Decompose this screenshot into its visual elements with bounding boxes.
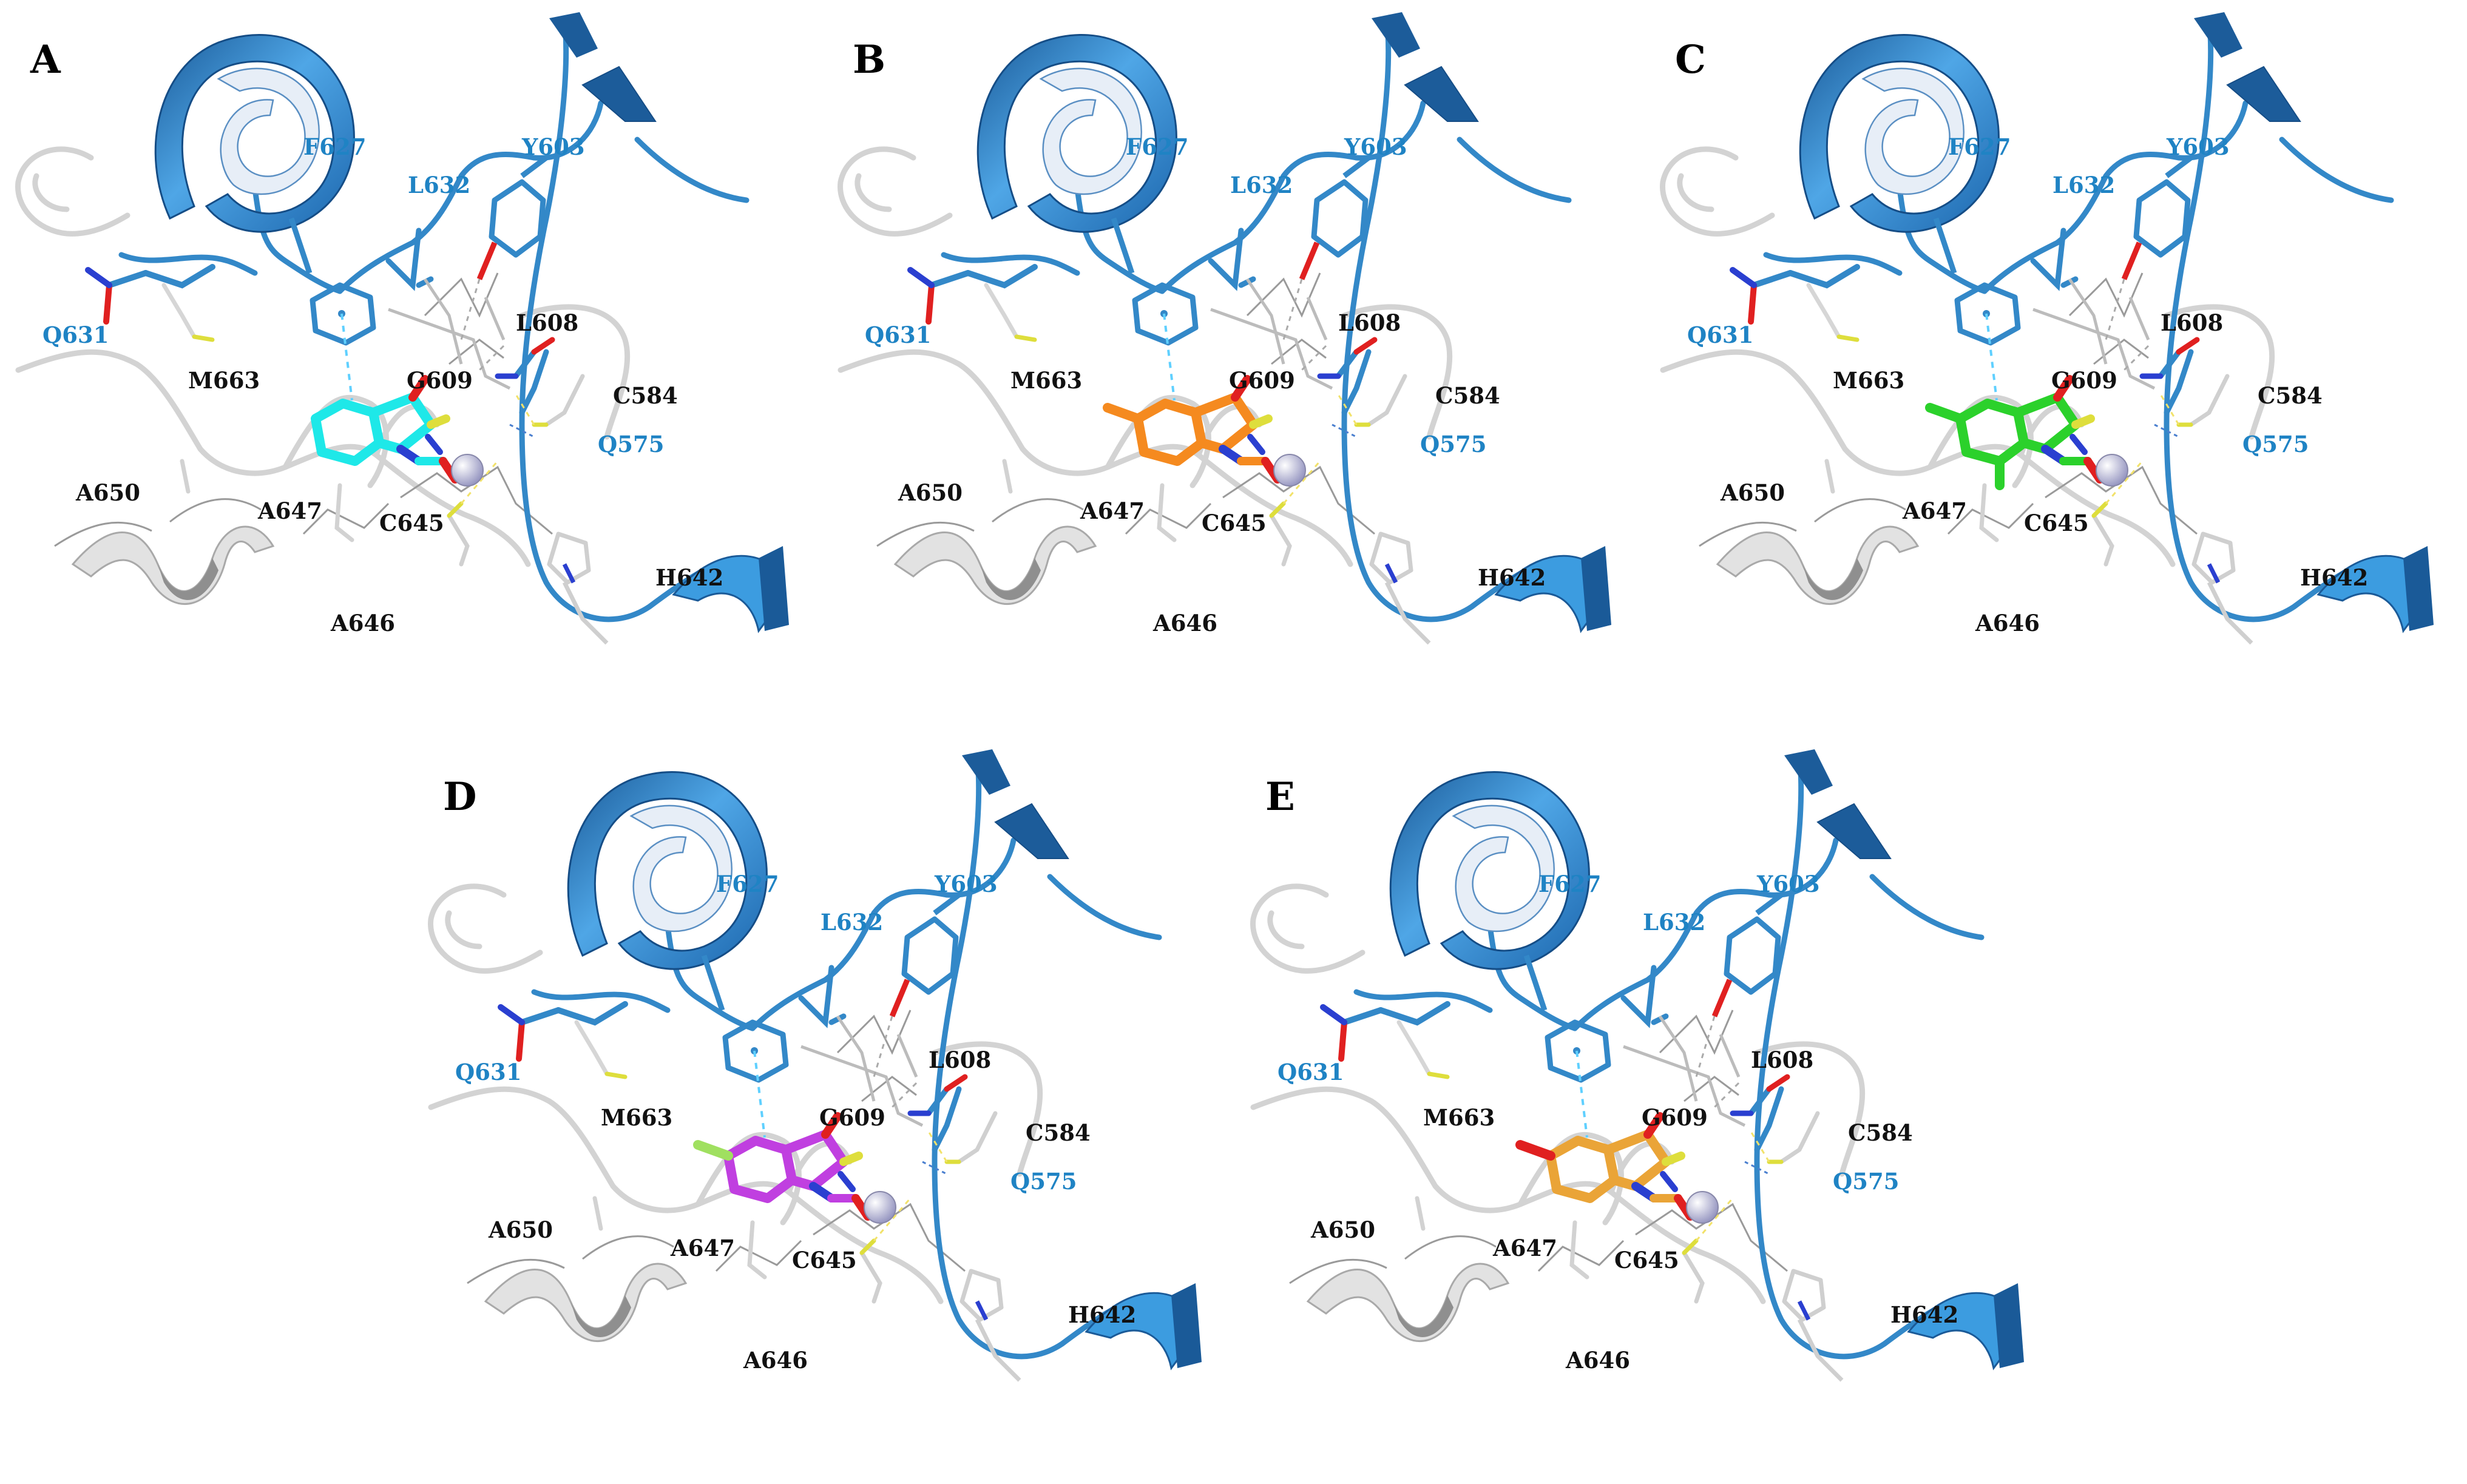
residue-label-l632: L632 (1230, 172, 1293, 198)
residue-label-a647: A647 (1080, 497, 1145, 524)
residue-label-m663: M663 (601, 1104, 672, 1131)
ligand-e (1515, 1116, 1690, 1216)
residue-label-a650: A650 (75, 479, 140, 506)
residue-label-l608: L608 (2161, 309, 2223, 336)
residue-label-m663: M663 (1423, 1104, 1495, 1131)
residue-label-q631: Q631 (455, 1059, 521, 1085)
residue-label-a647: A647 (1492, 1235, 1557, 1261)
residue-label-l632: L632 (821, 909, 883, 936)
residue-label-l608: L608 (1338, 309, 1401, 336)
panel-letter: A (30, 37, 61, 83)
residue-label-q631: Q631 (42, 322, 109, 348)
residue-label-f627: F627 (303, 133, 367, 160)
ligand-d (693, 1116, 868, 1216)
residue-label-c584: C584 (1848, 1119, 1913, 1146)
residue-label-q575: Q575 (1420, 431, 1486, 457)
residue-label-y603: Y603 (1756, 871, 1820, 897)
zinc-ion (1686, 1191, 1719, 1224)
residue-label-h642: H642 (1068, 1301, 1136, 1328)
protein-structure (18, 12, 789, 643)
residue-label-l608: L608 (1751, 1047, 1813, 1073)
residue-label-l632: L632 (1643, 909, 1705, 936)
ligand-c (1925, 379, 2100, 490)
residue-label-y603: Y603 (934, 871, 998, 897)
residue-label-l608: L608 (929, 1047, 991, 1073)
residue-label-y603: Y603 (2166, 133, 2230, 160)
residue-label-c584: C584 (2258, 382, 2323, 409)
zinc-ion (864, 1191, 896, 1224)
protein-structure (841, 12, 1611, 643)
residue-label-a646: A646 (330, 610, 395, 636)
residue-label-m663: M663 (1010, 367, 1082, 394)
residue-label-c645: C645 (379, 510, 444, 536)
residue-label-q631: Q631 (865, 322, 931, 348)
residue-label-y603: Y603 (521, 133, 585, 160)
residue-label-g609: G609 (2051, 367, 2117, 394)
residue-label-q575: Q575 (598, 431, 664, 457)
residue-label-a650: A650 (1720, 479, 1785, 506)
residue-label-c584: C584 (613, 382, 678, 409)
residue-label-a650: A650 (488, 1216, 553, 1243)
residue-label-a646: A646 (1565, 1347, 1630, 1374)
panel-letter: C (1675, 37, 1706, 83)
residue-label-h642: H642 (1890, 1301, 1958, 1328)
protein-structure (431, 749, 1202, 1380)
residue-label-g609: G609 (1642, 1104, 1708, 1131)
residue-label-m663: M663 (188, 367, 260, 394)
zinc-ion (451, 454, 484, 487)
residue-label-g609: G609 (407, 367, 473, 394)
residue-label-q575: Q575 (2242, 431, 2309, 457)
protein-structure (1253, 749, 2024, 1380)
residue-label-q575: Q575 (1833, 1168, 1899, 1195)
residue-label-l608: L608 (516, 309, 578, 336)
zinc-ion (1273, 454, 1306, 487)
residue-label-q631: Q631 (1277, 1059, 1344, 1085)
residue-label-f627: F627 (1948, 133, 2011, 160)
residue-label-f627: F627 (1126, 133, 1189, 160)
protein-structure (1663, 12, 2434, 643)
residue-label-c645: C645 (1614, 1247, 1679, 1273)
residue-label-m663: M663 (1833, 367, 1904, 394)
residue-label-g609: G609 (1229, 367, 1295, 394)
panel-letter: E (1265, 774, 1295, 820)
residue-label-g609: G609 (819, 1104, 885, 1131)
residue-label-y603: Y603 (1344, 133, 1407, 160)
residue-label-l632: L632 (408, 172, 470, 198)
residue-label-a646: A646 (743, 1347, 808, 1374)
residue-label-c645: C645 (2024, 510, 2089, 536)
residue-label-h642: H642 (1478, 564, 1546, 591)
residue-label-a647: A647 (1902, 497, 1967, 524)
zinc-ion (2096, 454, 2128, 487)
residue-label-q631: Q631 (1687, 322, 1753, 348)
residue-label-f627: F627 (1538, 871, 1602, 897)
residue-label-l632: L632 (2052, 172, 2115, 198)
residue-label-q575: Q575 (1010, 1168, 1077, 1195)
residue-label-h642: H642 (655, 564, 723, 591)
residue-label-c645: C645 (792, 1247, 857, 1273)
panel-letter: D (443, 774, 477, 820)
residue-label-a646: A646 (1975, 610, 2040, 636)
residue-label-a647: A647 (257, 497, 322, 524)
residue-label-h642: H642 (2300, 564, 2368, 591)
residue-label-f627: F627 (716, 871, 779, 897)
residue-label-a646: A646 (1152, 610, 1217, 636)
residue-label-a650: A650 (898, 479, 963, 506)
ligand-b (1103, 379, 1277, 479)
residue-label-a647: A647 (670, 1235, 735, 1261)
residue-label-c584: C584 (1435, 382, 1500, 409)
residue-label-a650: A650 (1310, 1216, 1375, 1243)
panel-letter: B (853, 37, 885, 83)
residue-label-c645: C645 (1202, 510, 1267, 536)
residue-label-c584: C584 (1026, 1119, 1091, 1146)
